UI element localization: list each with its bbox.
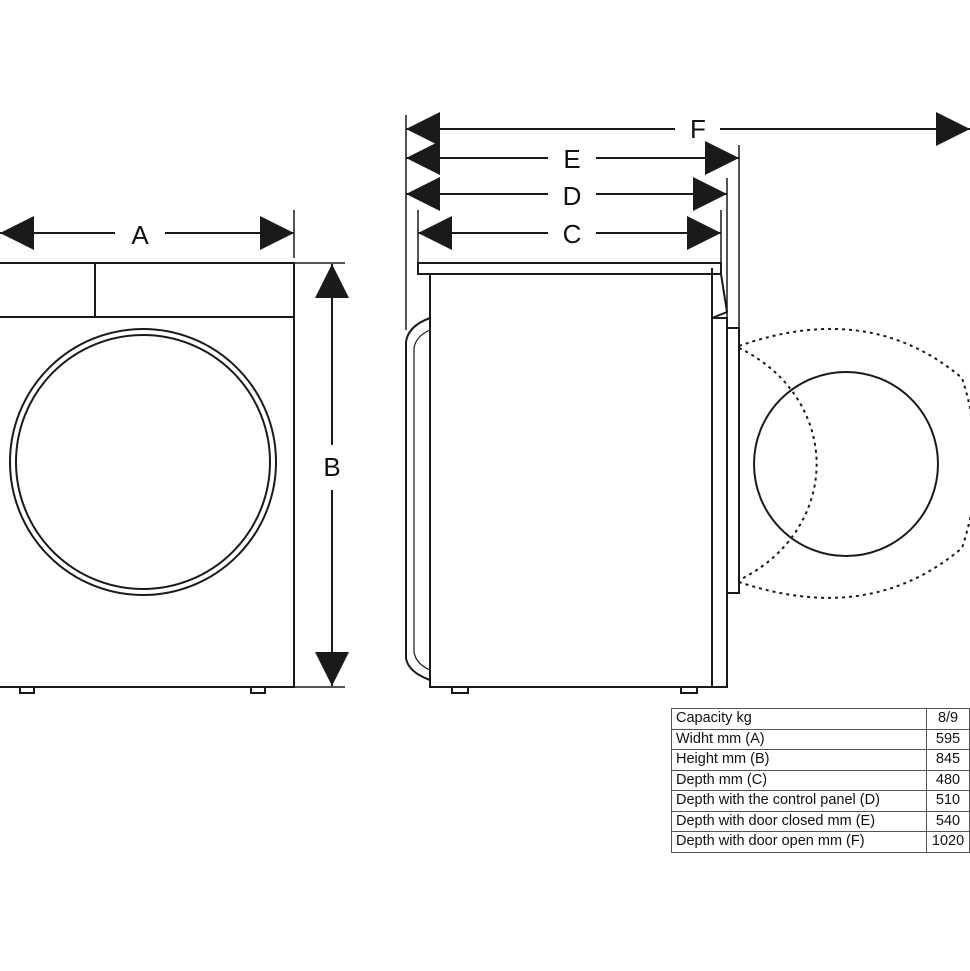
spec-label: Depth with the control panel (D) bbox=[670, 790, 928, 812]
spec-value: 510 bbox=[926, 790, 970, 812]
open-door-glass bbox=[753, 371, 939, 557]
side-foot-right bbox=[680, 686, 698, 694]
spec-row-depth-door-closed: Depth with door closed mm (E) 540 bbox=[670, 810, 970, 832]
spec-value: 845 bbox=[926, 749, 970, 771]
label-f: F bbox=[690, 114, 706, 144]
label-a: A bbox=[131, 220, 149, 250]
spec-label: Depth mm (C) bbox=[670, 769, 928, 791]
spec-row-depth-panel: Depth with the control panel (D) 510 bbox=[670, 790, 970, 812]
spec-table: Capacity kg 8/9 Widht mm (A) 595 Height … bbox=[670, 708, 970, 853]
spec-label: Depth with door open mm (F) bbox=[670, 831, 928, 853]
dimension-a bbox=[0, 210, 295, 258]
control-panel-slope bbox=[711, 268, 729, 687]
spec-row-capacity: Capacity kg 8/9 bbox=[670, 708, 970, 730]
open-door-dotted bbox=[738, 347, 818, 581]
spec-value: 1020 bbox=[926, 831, 970, 853]
spec-value: 480 bbox=[926, 769, 970, 791]
spec-value: 8/9 bbox=[926, 708, 970, 730]
front-foot-right bbox=[250, 686, 266, 694]
label-d: D bbox=[563, 181, 582, 211]
front-body bbox=[0, 262, 295, 688]
spec-row-height: Height mm (B) 845 bbox=[670, 749, 970, 771]
side-body bbox=[429, 273, 713, 688]
spec-value: 595 bbox=[926, 728, 970, 750]
side-top-plate bbox=[417, 262, 722, 275]
closed-door-profile bbox=[711, 317, 728, 688]
rear-bulge bbox=[405, 317, 431, 681]
label-e: E bbox=[563, 144, 580, 174]
spec-label: Widht mm (A) bbox=[670, 728, 928, 750]
spec-row-depth: Depth mm (C) 480 bbox=[670, 769, 970, 791]
label-c: C bbox=[563, 219, 582, 249]
spec-label: Depth with door closed mm (E) bbox=[670, 810, 928, 832]
spec-label: Height mm (B) bbox=[670, 749, 928, 771]
spec-label: Capacity kg bbox=[670, 708, 928, 730]
door-seal-profile bbox=[726, 327, 740, 594]
front-foot-left bbox=[19, 686, 35, 694]
side-foot-left bbox=[451, 686, 469, 694]
spec-row-depth-door-open: Depth with door open mm (F) 1020 bbox=[670, 831, 970, 853]
spec-value: 540 bbox=[926, 810, 970, 832]
front-view bbox=[0, 262, 295, 694]
rear-bulge-inner bbox=[413, 329, 431, 671]
label-b: B bbox=[323, 452, 340, 482]
front-door-outer bbox=[9, 328, 277, 596]
side-view bbox=[405, 262, 970, 694]
front-door-inner bbox=[15, 334, 271, 590]
spec-row-width: Widht mm (A) 595 bbox=[670, 728, 970, 750]
dimension-b bbox=[294, 262, 349, 688]
